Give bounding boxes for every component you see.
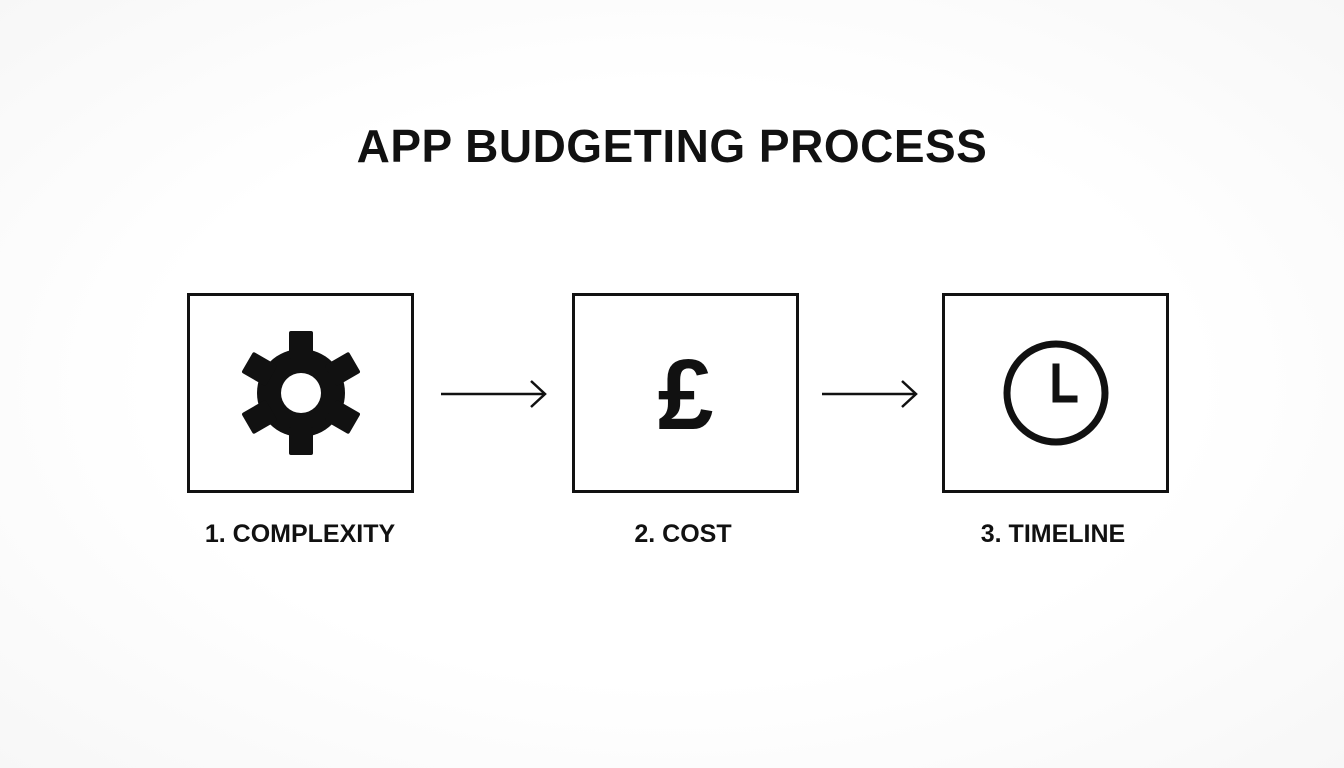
step-box-cost: £ <box>572 293 799 493</box>
pound-sign-icon: £ <box>657 339 714 451</box>
step-label-cost: 2. COST <box>634 520 732 548</box>
arrow-right-icon <box>441 380 547 408</box>
step-label-timeline: 3. TIMELINE <box>980 520 1126 548</box>
step-label-complexity: 1. COMPLEXITY <box>204 520 396 548</box>
diagram-title: APP BUDGETING PROCESS <box>356 120 988 172</box>
clock-icon <box>1003 340 1108 446</box>
step-box-complexity <box>187 293 414 493</box>
gear-icon <box>241 331 360 455</box>
step-box-timeline <box>942 293 1169 493</box>
arrow-right-icon <box>822 380 918 408</box>
